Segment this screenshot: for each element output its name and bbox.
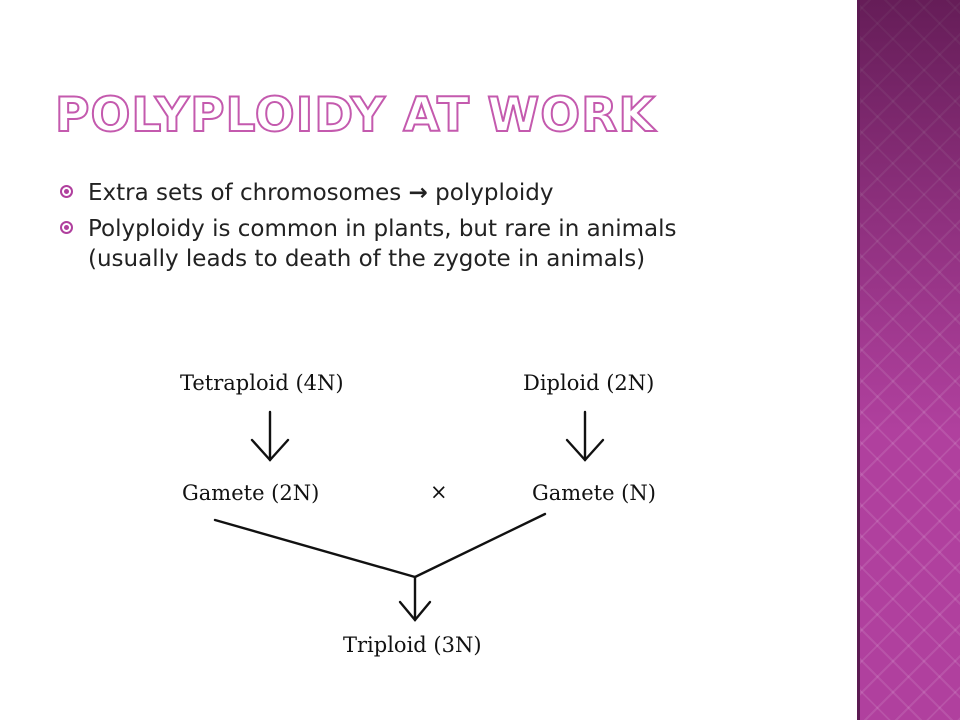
- diploid-label: Diploid (2N): [523, 371, 654, 395]
- bullet-2-text: Polyploidy is common in plants, but rare…: [88, 216, 677, 272]
- bullet-1-text-end: polyploidy: [427, 180, 554, 206]
- side-panel-edge: [857, 0, 860, 720]
- arrow-down-right-icon: [565, 410, 605, 462]
- arrow-down-left-icon: [250, 410, 290, 462]
- merge-lines: [213, 512, 547, 579]
- gamete-left-label: Gamete (2N): [182, 481, 319, 505]
- arrow-icon: →: [408, 180, 428, 206]
- bullet-icon: [60, 221, 73, 234]
- tetraploid-label: Tetraploid (4N): [180, 371, 344, 395]
- arrow-down-center-icon: [398, 575, 432, 622]
- bullet-item-1: Extra sets of chromosomes → polyploidy: [60, 178, 760, 208]
- gamete-right-label: Gamete (N): [532, 481, 656, 505]
- bullet-list: Extra sets of chromosomes → polyploidy P…: [60, 178, 760, 280]
- decorative-side-panel: [857, 0, 960, 720]
- triploid-label: Triploid (3N): [343, 633, 482, 657]
- bullet-1-text-start: Extra sets of chromosomes: [88, 180, 409, 206]
- slide-title: Polyploidy at work: [54, 88, 656, 143]
- bullet-item-2: Polyploidy is common in plants, but rare…: [60, 214, 760, 274]
- cross-symbol: ×: [430, 480, 448, 504]
- polyploidy-cross-diagram: Tetraploid (4N) Diploid (2N) Gamete (2N)…: [180, 371, 656, 657]
- bullet-icon: [60, 185, 73, 198]
